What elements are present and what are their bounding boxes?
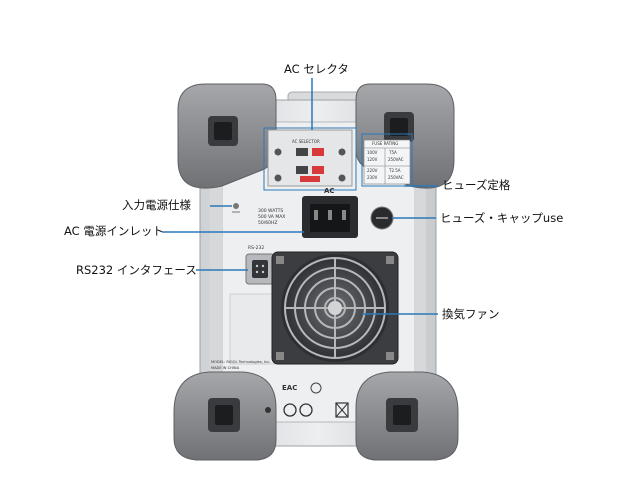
bumper-bottom-left: [173, 371, 277, 461]
power-spec-line-3: 50/60HZ: [258, 221, 278, 226]
compliance-marks: [265, 382, 349, 418]
cooling-fan-graphic: [271, 251, 399, 365]
spec-sticker: [229, 293, 277, 365]
rs232-panel-label: RS-232: [248, 246, 265, 251]
fuse-row-4-voltage: 230V: [367, 175, 378, 180]
model-line: MODEL: RIGOL Technologies, Inc.: [211, 360, 271, 364]
bumper-top-left: [177, 83, 277, 189]
callout-input-power-spec: 入力電源仕様: [122, 198, 191, 212]
fuse-cap-graphic: [370, 206, 394, 230]
fuse-row-2-fuse: 250VAC: [388, 157, 404, 162]
callout-fan: 換気ファン: [442, 307, 500, 321]
fuse-row-4-fuse: 250VAC: [388, 175, 404, 180]
fuse-row-3-fuse: T2.5A: [389, 168, 401, 173]
callout-ac-inlet: AC 電源インレット: [64, 224, 164, 238]
callout-ac-selector: AC セレクタ: [284, 62, 349, 76]
callout-fuse-cap: ヒューズ・キャップuse: [440, 211, 564, 225]
fuse-row-3-voltage: 220V: [367, 168, 378, 173]
fuse-table-title: FUSE RATING: [372, 141, 399, 146]
made-in-line: MADE IN CHINA: [211, 366, 240, 370]
fuse-rating-table-frame: [363, 139, 411, 185]
callout-fuse-rating: ヒューズ定格: [442, 178, 511, 192]
selector-title: AC SELECTOR: [292, 139, 320, 144]
bumper-bottom-right: [355, 371, 459, 461]
fuse-row-2-voltage: 120V: [367, 157, 378, 162]
fuse-row-1-fuse: T5A: [389, 150, 397, 155]
ac-panel-label: AC: [324, 187, 335, 195]
ac-selector-block: [267, 129, 353, 187]
power-spec-line-1: 300 WATTS: [258, 209, 284, 214]
callout-rs232: RS232 インタフェース: [76, 263, 197, 277]
eac-mark: EAC: [282, 384, 298, 392]
power-spec-line-2: 500 VA MAX: [258, 215, 286, 220]
rs232-connector-graphic: [245, 253, 275, 285]
ac-inlet-graphic: [302, 196, 358, 238]
callout-lines: [162, 78, 438, 315]
fuse-row-1-voltage: 100V: [367, 150, 378, 155]
